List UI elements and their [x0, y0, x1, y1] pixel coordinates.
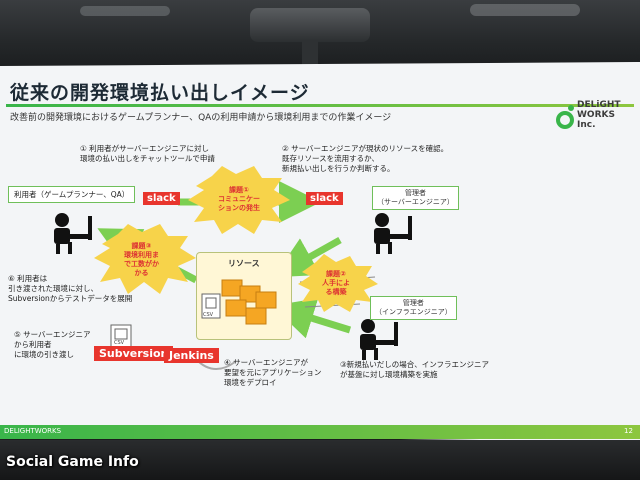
server-engineer-person-icon — [374, 213, 412, 254]
title-divider — [6, 104, 634, 107]
footer-company: DELIGHTWORKS — [4, 427, 62, 435]
watermark: Social Game Info — [6, 454, 139, 470]
resource-files-icon — [201, 279, 277, 325]
logo-text: Inc. — [577, 120, 596, 130]
step-1-note: ① 利用者がサーバーエンジニアに対し環境の払い出しをチャットツールで申請 — [80, 144, 215, 163]
csv-file-label: CSV — [114, 340, 125, 346]
issue-burst — [298, 254, 378, 312]
user-person-icon — [54, 213, 92, 254]
projector — [250, 8, 370, 42]
company-logo: DELiGHT WORKS Inc. — [555, 98, 635, 134]
csv-file-icon — [110, 324, 132, 350]
slide-title: 従来の開発環境払い出しイメージ — [10, 82, 310, 104]
infra-engineer-person-icon — [360, 319, 398, 360]
logo-text: WORKS — [577, 110, 615, 120]
logo-text: DELiGHT — [577, 100, 621, 110]
logo-mark-icon — [556, 105, 574, 129]
arrow-check-resource — [273, 236, 342, 278]
resource-label: リソース — [228, 259, 260, 268]
step-6-note: ⑥ 利用者は引き渡された環境に対し、Subversionからテストデータを展開 — [8, 274, 133, 303]
step-2-note: ② サーバーエンジニアが現状のリソースを確認。既存リソースを流用するか、新規払い… — [282, 144, 449, 173]
issue-burst — [94, 224, 196, 294]
server-engineer-label: 管理者（サーバーエンジニア） — [372, 186, 459, 210]
slide-footer-band — [0, 425, 640, 439]
ceiling-light — [80, 6, 170, 16]
slack-badge-server: slack — [306, 192, 343, 205]
projection-screen: 従来の開発環境払い出しイメージ 改善前の開発環境におけるゲームプランナー、QAの… — [0, 62, 640, 442]
user-label: 利用者（ゲームプランナー、QA） — [8, 186, 136, 203]
arrow-build — [271, 298, 352, 339]
footer-page-number: 12 — [624, 427, 633, 435]
slide-subtitle: 改善前の開発環境におけるゲームプランナー、QAの利用申請から環境利用までの作業イ… — [10, 113, 392, 123]
step-4-note: ④ サーバーエンジニアが要望を元にアプリケーション環境をデプロイ — [224, 358, 322, 387]
issue-burst — [188, 166, 290, 234]
subversion-badge: Subversion — [94, 346, 174, 361]
flow-arrows — [54, 166, 412, 371]
projector-mount — [302, 40, 318, 66]
slack-badge-user: slack — [143, 192, 180, 205]
infra-engineer-label: 管理者（インフラエンジニア） — [370, 296, 457, 320]
step-5-note: ⑤ サーバーエンジニアから利用者に環境の引き渡し — [14, 330, 91, 359]
jenkins-badge: Jenkins — [164, 348, 219, 363]
resource-csv-label: CSV — [203, 312, 214, 318]
ceiling-light — [470, 4, 580, 16]
room-floor — [0, 440, 640, 480]
step-3-note: ③新規払いだしの場合、インフラエンジニアが基盤に対し環境構築を実施 — [340, 360, 489, 379]
